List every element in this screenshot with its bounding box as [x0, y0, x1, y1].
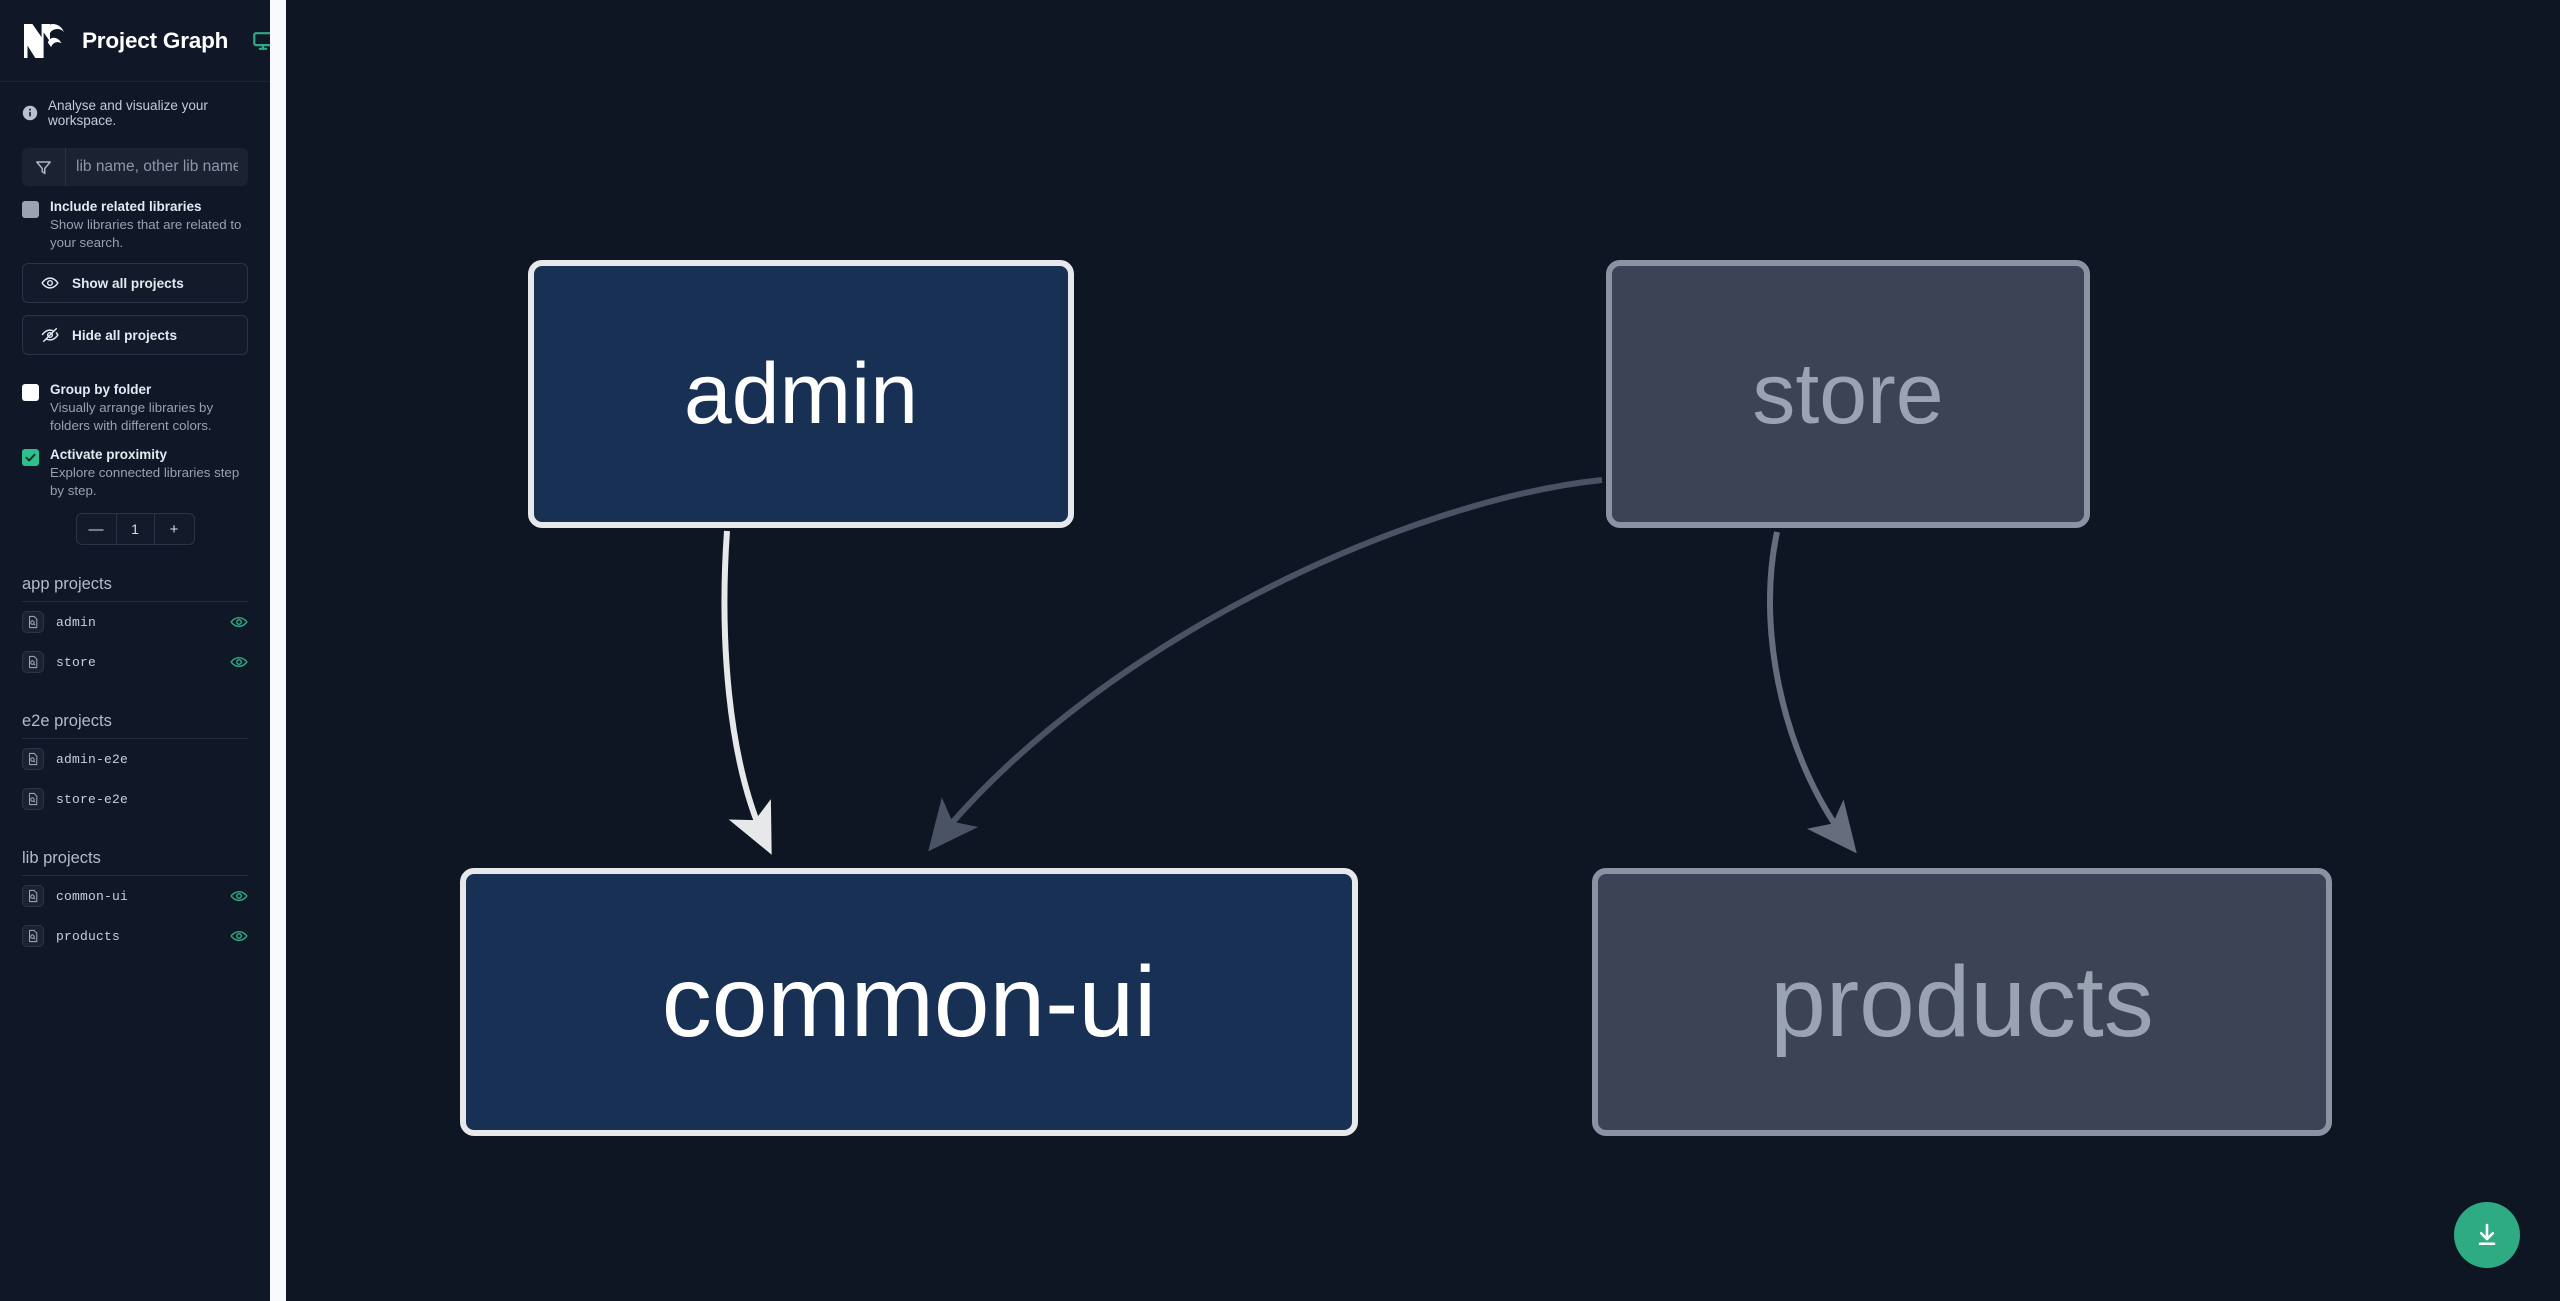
project-icon — [22, 788, 44, 810]
divider — [22, 601, 248, 602]
graph-node-label: store — [1752, 346, 1944, 442]
proximity-value: 1 — [115, 514, 155, 544]
edge-store-to-products — [1766, 531, 1857, 854]
nx-logo-icon — [22, 20, 68, 62]
show-all-projects-label: Show all projects — [72, 275, 184, 291]
project-icon — [22, 885, 44, 907]
hide-all-projects-label: Hide all projects — [72, 327, 178, 343]
project-row-admin-e2e[interactable]: admin-e2e — [22, 739, 248, 779]
project-row-store-e2e[interactable]: store-e2e — [22, 779, 248, 819]
option-title: Activate proximity — [50, 447, 168, 462]
hide-all-projects-button[interactable]: Hide all projects — [22, 315, 248, 355]
project-name: store — [56, 654, 97, 670]
graph-node-label: common-ui — [661, 946, 1157, 1058]
project-visibility-eye-icon[interactable] — [230, 927, 248, 945]
edge-admin-to-common-ui — [721, 530, 772, 855]
option-description: Explore connected libraries step by step… — [50, 465, 240, 498]
info-icon — [22, 105, 38, 121]
edge-store-to-common-ui — [928, 477, 1603, 852]
proximity-stepper[interactable]: — 1 + — [75, 513, 195, 545]
option-title: Include related libraries — [50, 199, 202, 214]
project-icon — [22, 925, 44, 947]
divider — [22, 875, 248, 876]
project-icon — [22, 748, 44, 770]
project-row-admin[interactable]: admin — [22, 602, 248, 642]
project-row-common-ui[interactable]: common-ui — [22, 876, 248, 916]
project-name: products — [56, 928, 121, 944]
sidebar-header: Project Graph — [0, 0, 270, 82]
group-e2e-projects: e2e projects admin-e2e — [0, 712, 270, 819]
project-name: admin — [56, 614, 97, 630]
graph-node-store[interactable]: store — [1606, 260, 2090, 528]
tagline: Analyse and visualize your workspace. — [0, 82, 270, 138]
project-icon — [22, 611, 44, 633]
search-input[interactable] — [66, 148, 248, 186]
option-description: Show libraries that are related to your … — [50, 217, 242, 250]
graph-node-label: products — [1770, 946, 2154, 1058]
download-image-button[interactable] — [2454, 1202, 2520, 1268]
project-row-products[interactable]: products — [22, 916, 248, 956]
sidebar-resize-handle[interactable] — [270, 0, 286, 1301]
check-icon — [25, 453, 36, 462]
proximity-decrement-button[interactable]: — — [88, 520, 104, 538]
graph-canvas[interactable]: admin store common-ui products — [270, 0, 2560, 1301]
proximity-increment-button[interactable]: + — [169, 520, 179, 538]
eye-off-icon — [41, 327, 59, 343]
option-description: Visually arrange libraries by folders wi… — [50, 400, 214, 433]
download-icon — [2478, 1223, 2496, 1246]
graph-node-admin[interactable]: admin — [528, 260, 1074, 528]
group-app-projects: app projects admin — [0, 575, 270, 682]
sidebar: Project Graph Analyse and visualize your… — [0, 0, 270, 1301]
project-name: common-ui — [56, 888, 129, 904]
group-title: lib projects — [22, 849, 101, 867]
search-box[interactable] — [22, 148, 248, 186]
option-include-related-libraries[interactable]: Include related libraries Show libraries… — [0, 186, 270, 251]
show-all-projects-button[interactable]: Show all projects — [22, 263, 248, 303]
group-by-folder-checkbox[interactable] — [22, 384, 39, 401]
graph-node-products[interactable]: products — [1592, 868, 2332, 1136]
graph-edges — [721, 477, 1857, 855]
tagline-text: Analyse and visualize your workspace. — [48, 98, 208, 128]
group-title: app projects — [22, 575, 112, 593]
divider — [22, 738, 248, 739]
project-visibility-eye-icon[interactable] — [230, 887, 248, 905]
eye-icon — [41, 277, 59, 289]
graph-node-common-ui[interactable]: common-ui — [460, 868, 1358, 1136]
option-activate-proximity[interactable]: Activate proximity Explore connected lib… — [0, 434, 270, 499]
graph-node-label: admin — [683, 346, 919, 442]
project-icon — [22, 651, 44, 673]
option-title: Group by folder — [50, 382, 152, 397]
project-name: admin-e2e — [56, 751, 129, 767]
include-related-libraries-checkbox[interactable] — [22, 201, 39, 218]
project-row-store[interactable]: store — [22, 642, 248, 682]
funnel-icon — [22, 148, 66, 186]
page-title: Project Graph — [82, 27, 229, 53]
search-field-wrapper — [0, 138, 270, 186]
activate-proximity-checkbox[interactable] — [22, 449, 39, 466]
project-name: store-e2e — [56, 791, 129, 807]
monitor-icon[interactable] — [252, 30, 270, 52]
group-title: e2e projects — [22, 712, 112, 730]
project-visibility-eye-icon[interactable] — [230, 653, 248, 671]
option-group-by-folder[interactable]: Group by folder Visually arrange librari… — [0, 369, 270, 434]
group-lib-projects: lib projects common-ui — [0, 849, 270, 956]
project-visibility-eye-icon[interactable] — [230, 613, 248, 631]
